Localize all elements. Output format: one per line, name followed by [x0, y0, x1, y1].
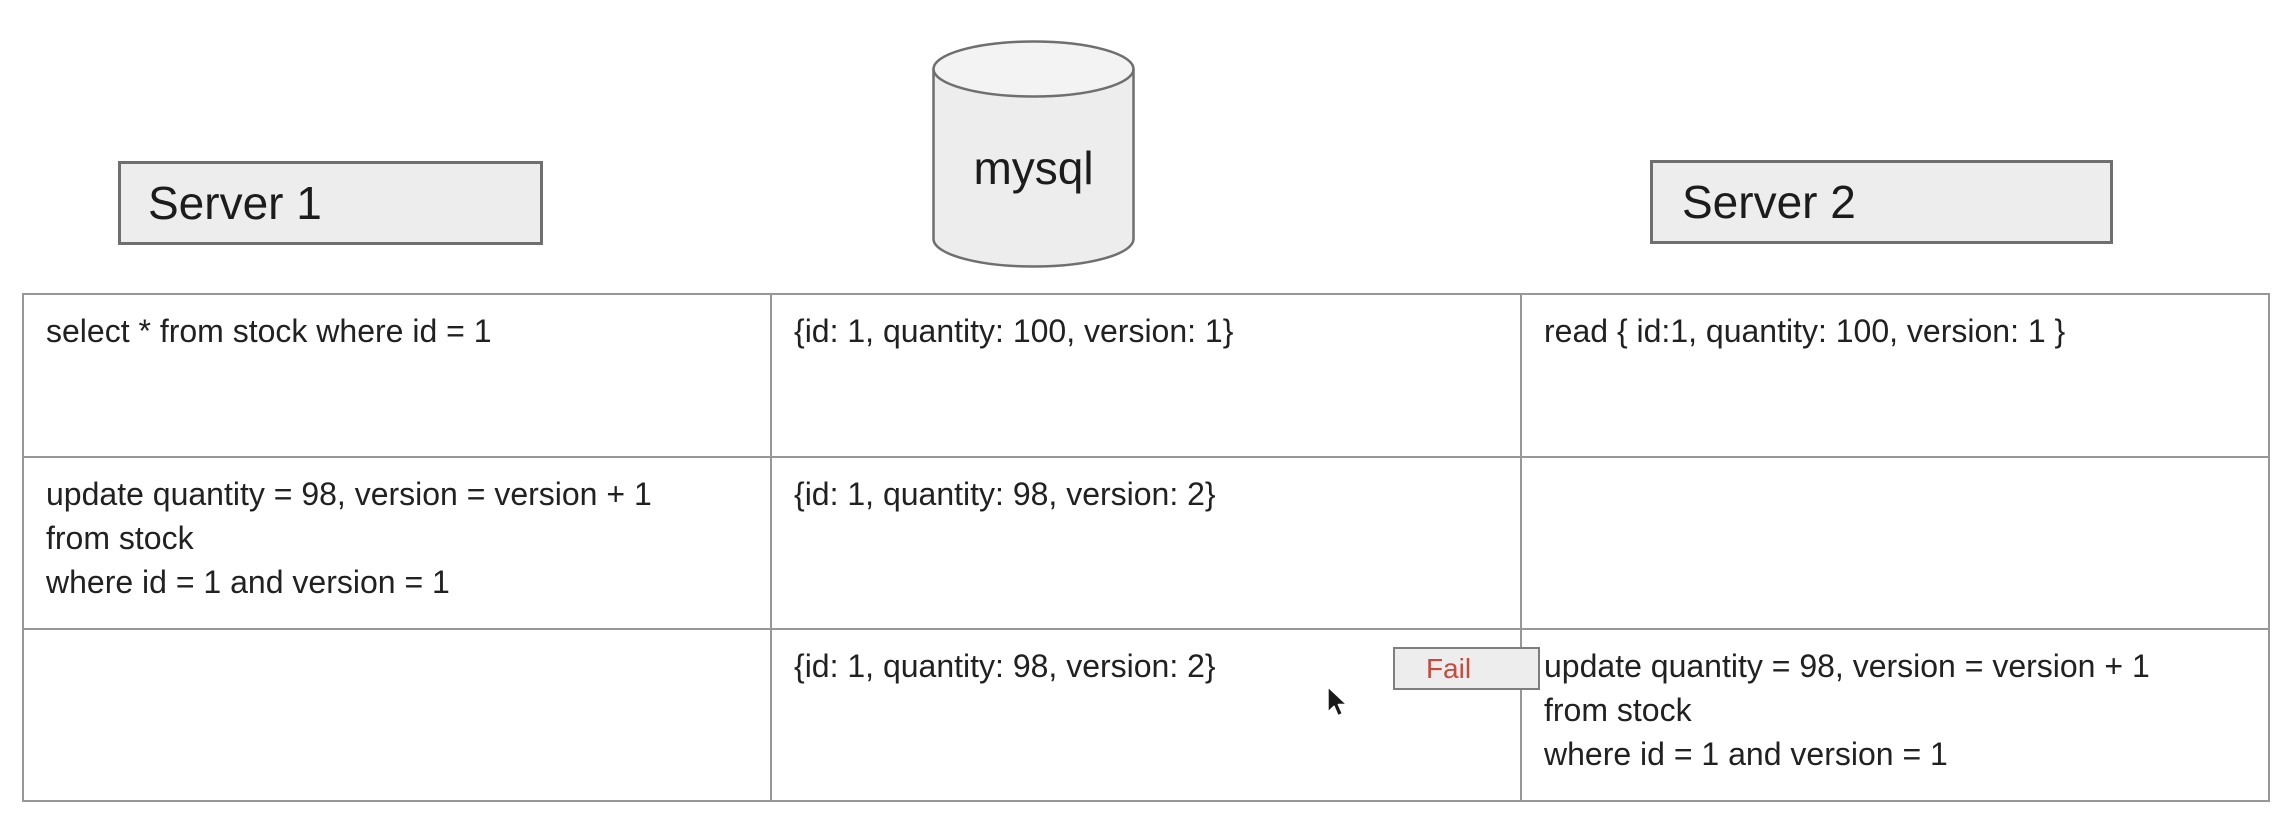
- fail-badge-label: Fail: [1425, 652, 1472, 684]
- server2-box: Server 2: [1650, 160, 2113, 244]
- mysql-database: mysql: [930, 38, 1137, 270]
- cell-r3-mysql: {id: 1, quantity: 98, version: 2}: [772, 630, 1522, 800]
- cell-r2-server1: update quantity = 98, version = version …: [24, 458, 772, 630]
- cell-r2-server2: [1522, 458, 2268, 630]
- cell-r3-server1: [24, 630, 772, 800]
- operations-table: select * from stock where id = 1 {id: 1,…: [22, 293, 2270, 802]
- database-cylinder-icon: [932, 40, 1135, 268]
- cell-r1-mysql: {id: 1, quantity: 100, version: 1}: [772, 295, 1522, 458]
- database-label: mysql: [973, 142, 1094, 194]
- server1-box: Server 1: [118, 161, 543, 245]
- cell-r2-mysql: {id: 1, quantity: 98, version: 2}: [772, 458, 1522, 630]
- cell-r1-server2: read { id:1, quantity: 100, version: 1 }: [1522, 295, 2268, 458]
- fail-badge: Fail: [1393, 647, 1540, 690]
- cell-r3-server2: update quantity = 98, version = version …: [1544, 648, 2150, 772]
- server1-label: Server 1: [148, 177, 322, 229]
- server2-label: Server 2: [1682, 176, 1856, 228]
- cell-r1-server1: select * from stock where id = 1: [24, 295, 772, 458]
